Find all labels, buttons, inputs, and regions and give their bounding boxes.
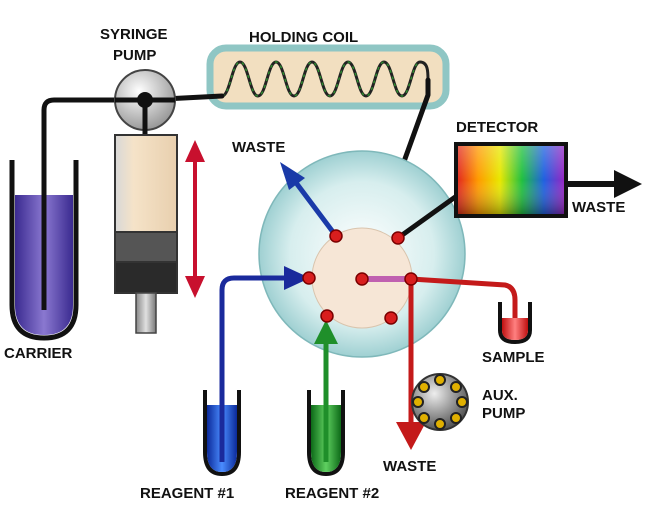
waste-top-label: WASTE (232, 139, 285, 156)
detector (454, 142, 568, 218)
aux-pump (411, 373, 469, 431)
reagent2-label: REAGENT #2 (285, 485, 379, 502)
aux-pump-label-line2: PUMP (482, 405, 525, 422)
reagent1-reservoir (203, 330, 241, 477)
reagent1-label: REAGENT #1 (140, 485, 234, 502)
carrier-reservoir (9, 110, 79, 341)
carrier-label: CARRIER (4, 345, 73, 362)
syringe-pump-label-line1: SYRINGE (100, 26, 168, 43)
waste-top-arrow (280, 162, 338, 238)
syringe-pump (114, 69, 178, 334)
reagent2-reservoir (307, 340, 345, 477)
waste-bottom-label: WASTE (383, 458, 436, 475)
sample-cup (498, 302, 532, 345)
detector-tubing (396, 170, 642, 241)
sample-tubing (396, 276, 518, 450)
detector-label: DETECTOR (456, 119, 538, 136)
syringe-pump-label-line2: PUMP (113, 47, 156, 64)
reagent1-tubing (219, 266, 310, 422)
waste-detector-label: WASTE (572, 199, 625, 216)
syringe-stroke-arrow (185, 140, 205, 298)
holding-coil (206, 44, 450, 110)
aux-pump-label-line1: AUX. (482, 387, 518, 404)
sample-label: SAMPLE (482, 349, 545, 366)
holding-coil-label: HOLDING COIL (249, 29, 358, 46)
valve-ports (302, 229, 418, 325)
